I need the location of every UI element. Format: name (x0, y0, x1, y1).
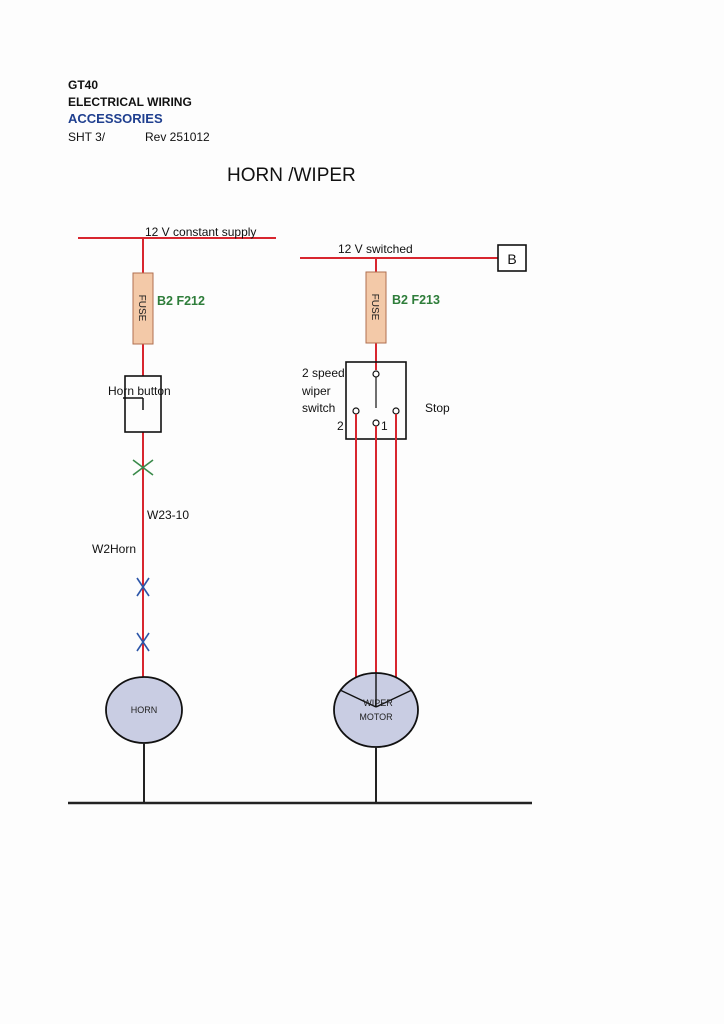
wiper-switch-contact-stop (392, 407, 400, 415)
wiper-switch-label-2: wiper (301, 384, 331, 398)
horn-connector-x-blue-2 (136, 632, 150, 652)
wiper-switch-contact-1 (372, 419, 380, 427)
diagram-title: HORN /WIPER (227, 165, 356, 186)
wiper-fuse-id: B2 F213 (392, 293, 440, 307)
horn-wire-label: W23-10 (147, 508, 189, 522)
wiper-motor-label-1: WIPER (363, 698, 393, 708)
wiper-circuit: 12 V switched B FUSE B2 F213 2 speed wip… (300, 242, 527, 803)
horn-fuse-id: B2 F212 (157, 294, 205, 308)
wiper-fuse-text: FUSE (369, 294, 380, 321)
wiper-motor-label-2: MOTOR (359, 712, 393, 722)
revision: Rev 251012 (145, 130, 210, 144)
wiper-switch-label-1: 2 speed (302, 366, 345, 380)
terminal-b-label: B (507, 251, 516, 267)
horn-circuit: 12 V constant supply FUSE B2 F212 Horn b… (78, 225, 276, 803)
sheet-number: SHT 3/ (68, 130, 106, 144)
wiper-supply-label: 12 V switched (338, 242, 413, 256)
wiper-fuse (365, 271, 387, 344)
wiper-switch-contact-2 (352, 407, 360, 415)
wiper-pos-stop-label: Stop (425, 401, 450, 415)
doc-type: ELECTRICAL WIRING (68, 95, 192, 109)
horn-connector-x-green (132, 459, 154, 476)
wiper-switch-common-contact (372, 370, 380, 378)
wiper-motor-arms (339, 673, 413, 708)
horn-fuse-text: FUSE (136, 295, 147, 322)
title-block: GT40 ELECTRICAL WIRING ACCESSORIES SHT 3… (68, 78, 210, 144)
wiper-pos-1-label: 1 (381, 419, 388, 433)
terminal-b (497, 244, 527, 272)
section-name: ACCESSORIES (68, 111, 163, 126)
horn-supply-label: 12 V constant supply (145, 225, 256, 239)
horn-button-box (124, 375, 162, 433)
horn-fuse (132, 272, 154, 345)
wiper-switch-label-3: switch (302, 401, 335, 415)
horn-load-label: HORN (131, 705, 158, 715)
project-name: GT40 (68, 78, 98, 92)
horn-connector-x-blue-1 (136, 577, 150, 597)
horn-button-label: Horn button (108, 384, 171, 398)
wiper-pos-2-label: 2 (337, 419, 344, 433)
horn-connector-label: W2Horn (92, 542, 136, 556)
